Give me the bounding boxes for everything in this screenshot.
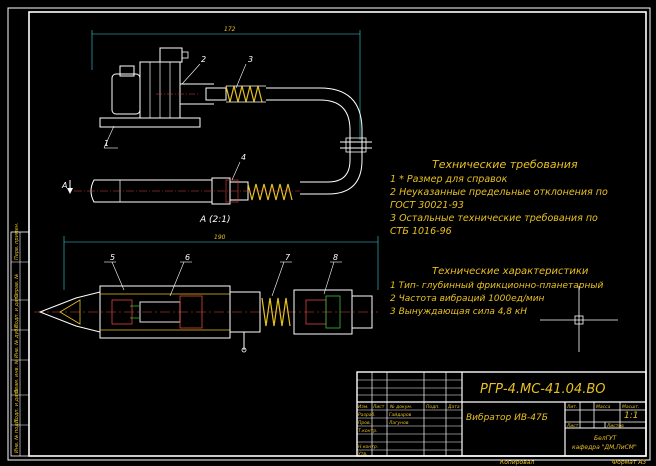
tech-characteristics: Технические характеристики 1 Тип- глубин… [390, 266, 603, 317]
label-izm: Изм. [358, 404, 369, 410]
section-label: А (2:1) [199, 215, 231, 225]
tech-requirements: Технические требования 1 * Размер для сп… [390, 158, 608, 237]
org-department: кафедра "ДМ,ПиСМ" [572, 444, 637, 451]
role-approved: Утв. [358, 451, 367, 457]
label-date: Дата [447, 404, 460, 410]
vibrator-body [74, 177, 300, 205]
role-developer: Разраб. [358, 412, 376, 418]
motor-unit [99, 47, 227, 128]
strip-label-1: Перв. примен. [14, 222, 20, 260]
characteristic-1: 1 Тип- глубинный фрикционно-планетарный [390, 281, 603, 291]
requirement-1: 1 * Размер для справок [390, 174, 508, 185]
callout-6: 6 [185, 253, 190, 262]
side-strip: Перв. примен. Справ. № Подп. и дата Инв.… [10, 222, 30, 457]
col-scale: Масшт. [622, 404, 639, 410]
strip-label-2: Справ. № [14, 274, 20, 298]
requirement-2b: ГОСТ 30021-93 [390, 200, 464, 211]
col-sheets: Листов [606, 423, 624, 429]
callout-7: 7 [285, 253, 291, 262]
role-ncontrol: Н.контр. [358, 444, 378, 450]
col-sheet: Лист [566, 423, 579, 429]
callout-3: 3 [248, 55, 253, 64]
upper-callouts: 1 2 3 4 [103, 55, 253, 181]
top-dimension: 172 [91, 26, 361, 140]
section-callouts: 5 6 7 8 [104, 253, 342, 297]
characteristic-2: 2 Частота вибраций 1000ед/мин [390, 294, 545, 304]
view-marker: А [61, 180, 73, 194]
view-marker-label: А [61, 181, 67, 190]
requirement-3: 3 Остальные технические требования по [390, 213, 598, 224]
label-list: Лист [372, 404, 385, 410]
sheet-format: Формат А3 [612, 459, 646, 466]
callout-4: 4 [241, 153, 246, 162]
drawing-scale: 1:1 [624, 411, 638, 421]
person-developer: Гайдаров [389, 412, 412, 418]
person-checker: Лагунов [388, 420, 409, 426]
role-checker: Пров. [358, 420, 371, 426]
strip-label-3: Подп. и дата [14, 294, 20, 328]
label-doc: № докум. [389, 404, 412, 410]
requirements-heading: Технические требования [432, 158, 578, 171]
role-tcontrol: Т.контр. [358, 428, 378, 434]
org-university: БелГУТ [594, 435, 618, 442]
requirement-2: 2 Неуказанные предельные отклонения по [390, 187, 608, 198]
strip-label-5: Взам. инв. № [14, 359, 20, 393]
dim-bottom-value: 190 [214, 234, 226, 241]
callout-1: 1 [104, 139, 109, 148]
characteristic-3: 3 Вынуждающая сила 4,8 кН [390, 307, 527, 317]
dim-top-value: 172 [224, 26, 236, 33]
strip-label-7: Инв. № подл. [14, 419, 20, 454]
flexible-hose [266, 87, 372, 195]
col-lit: Лит. [566, 404, 577, 410]
strip-label-6: Подп. и дата [14, 389, 20, 423]
label-sign: Подп. [426, 404, 440, 410]
drawing-name: Вибратор ИВ-47Б [466, 413, 548, 423]
drawing-designation: РГР-4.МС-41.04.ВО [480, 382, 606, 397]
crosshair-cursor-icon [540, 286, 618, 352]
characteristics-heading: Технические характеристики [432, 266, 589, 277]
section-view [34, 285, 378, 353]
outer-border [7, 7, 651, 461]
strip-label-4: Инв. № дубл. [14, 324, 20, 358]
callout-2: 2 [201, 55, 206, 64]
requirement-3b: СТБ 1016-96 [390, 226, 452, 237]
upper-spring [225, 85, 266, 103]
bottom-dimension: 190 [63, 234, 379, 290]
callout-5: 5 [110, 253, 115, 262]
callout-8: 8 [333, 253, 338, 262]
title-block: РГР-4.МС-41.04.ВО Вибратор ИВ-47Б 1:1 Ли… [356, 371, 647, 457]
col-mass: Масса [596, 404, 611, 410]
copied-by: Копировал [500, 459, 534, 466]
